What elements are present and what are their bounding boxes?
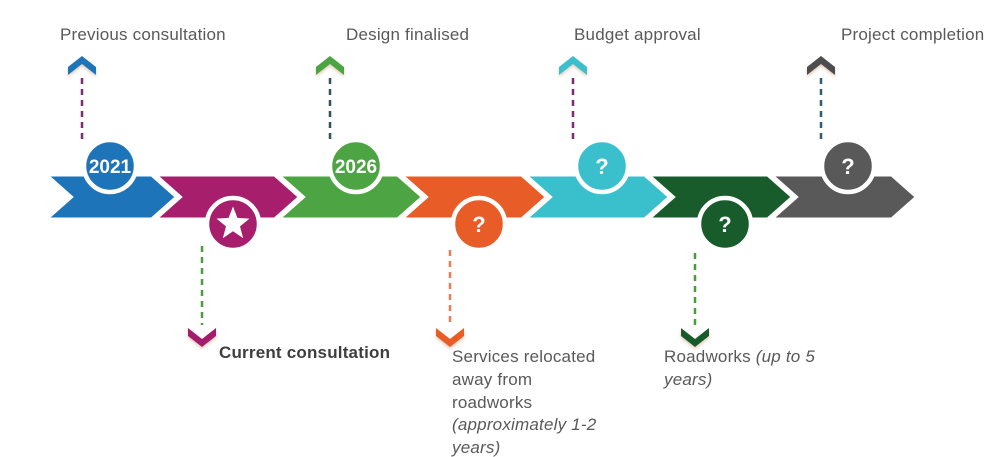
stage-label-text: Roadworks bbox=[664, 347, 756, 366]
milestone-circle-roadworks bbox=[696, 195, 754, 253]
stage-label-text: Services relocated away from roadworks bbox=[452, 347, 596, 412]
badge-year-2026: 2026 bbox=[335, 157, 377, 178]
stage-label-budget-approval: Budget approval bbox=[574, 25, 701, 44]
chevron-previous-consultation bbox=[37, 171, 182, 223]
milestone-circle-services bbox=[450, 195, 508, 253]
up-arrow-icon bbox=[807, 56, 835, 75]
stage-label-design-finalised: Design finalised bbox=[346, 25, 470, 44]
milestone-circle-2021 bbox=[81, 137, 139, 195]
stage-label-project-completion: Project completion bbox=[841, 25, 985, 44]
down-arrow-icon bbox=[681, 328, 709, 347]
badge-question-mark: ? bbox=[841, 154, 854, 179]
stage-label-duration: (up to 5 years) bbox=[664, 347, 816, 389]
milestone-circle-2026 bbox=[327, 137, 385, 195]
stage-label-current-consultation: Current consultation bbox=[219, 343, 391, 362]
badge-year-2021: 2021 bbox=[89, 157, 132, 178]
milestone-badges: 2021 2026 ? ? ? ? bbox=[89, 154, 855, 239]
down-arrow-icon bbox=[436, 328, 464, 347]
up-arrow-icon bbox=[559, 56, 587, 75]
down-arrow-icon bbox=[188, 328, 216, 347]
top-callouts bbox=[68, 56, 835, 140]
stage-label-roadworks: Roadworks (up to 5 years) bbox=[664, 346, 842, 392]
stage-label-previous-consultation: Previous consultation bbox=[60, 25, 226, 44]
milestone-circle-completion bbox=[819, 137, 877, 195]
up-arrow-icon bbox=[68, 56, 96, 75]
milestone-circle-budget bbox=[573, 137, 631, 195]
up-arrow-icon bbox=[316, 56, 344, 75]
stage-label-services-relocated: Services relocated away from roadworks (… bbox=[452, 346, 612, 457]
bottom-callouts bbox=[188, 246, 709, 347]
badge-question-mark: ? bbox=[595, 154, 608, 179]
badge-question-mark: ? bbox=[718, 212, 731, 237]
badge-question-mark: ? bbox=[472, 212, 485, 237]
milestone-circles bbox=[81, 137, 877, 253]
stage-label-duration: (approximately 1-2 years) bbox=[452, 415, 597, 457]
star-icon bbox=[216, 206, 250, 239]
